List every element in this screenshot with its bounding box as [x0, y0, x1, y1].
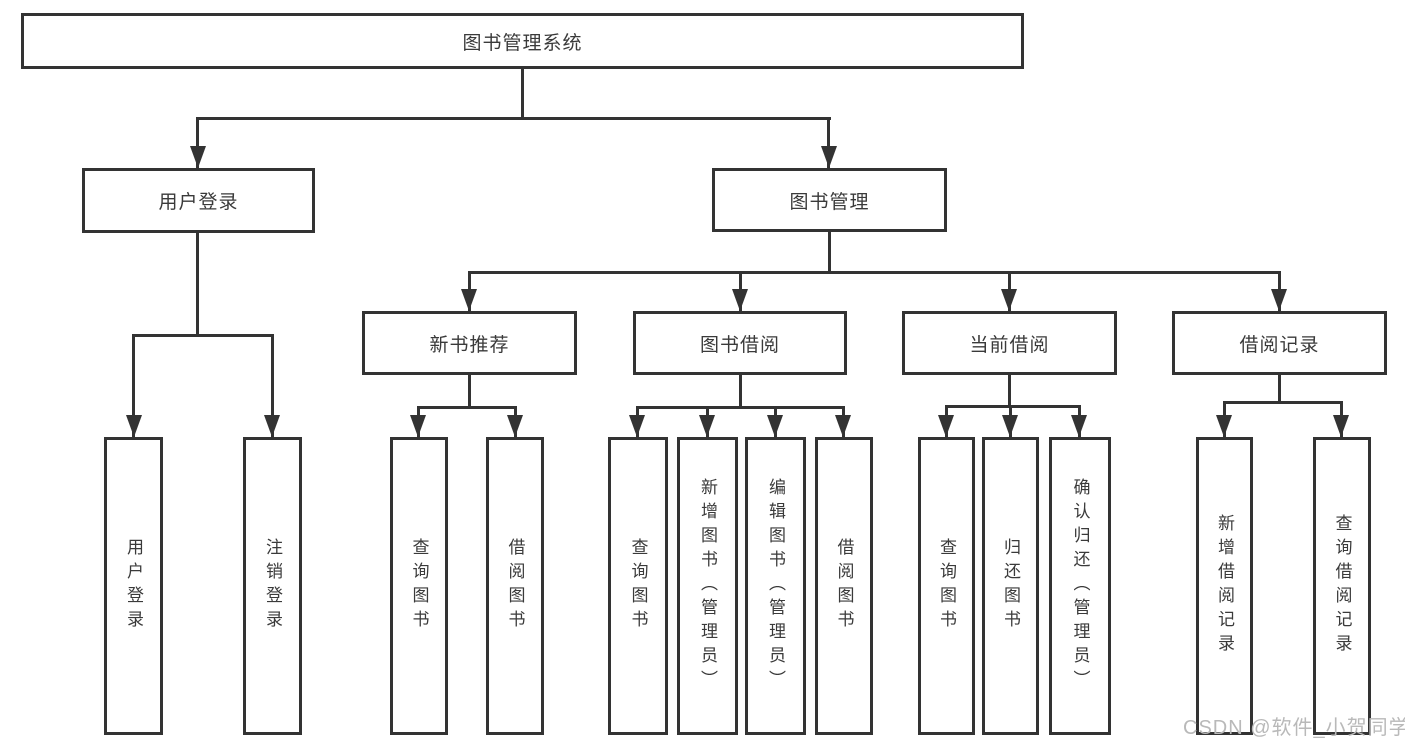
- connector-mgmt-bar: [468, 271, 1281, 274]
- connector-recommend-bar: [417, 406, 517, 409]
- arrowhead-icon: [1071, 415, 1087, 437]
- arrowhead-icon: [507, 415, 523, 437]
- connector-login-drop: [132, 334, 135, 437]
- leaf-label: 用户登录: [124, 538, 143, 634]
- arrowhead-icon: [1001, 289, 1017, 311]
- arrowhead-icon: [1002, 415, 1018, 437]
- node-label: 用户登录: [158, 192, 239, 213]
- leaf-label: 查询图书: [937, 538, 956, 634]
- arrowhead-icon: [835, 415, 851, 437]
- leaf-logout: 注销登录: [243, 437, 302, 735]
- node-label: 借阅记录: [1239, 334, 1320, 356]
- node-user-login-branch: 用户登录: [82, 168, 315, 233]
- leaf-query-borrow-record: 查询借阅记录: [1313, 437, 1371, 735]
- arrowhead-icon: [699, 415, 715, 437]
- leaf-label: 新增图书（管理员）: [698, 478, 717, 694]
- arrowhead-icon: [821, 146, 837, 168]
- arrowhead-icon: [1271, 289, 1287, 311]
- arrowhead-icon: [126, 415, 142, 437]
- leaf-label: 借阅图书: [834, 538, 854, 634]
- leaf-return-books: 归还图书: [982, 437, 1039, 735]
- node-label: 当前借阅: [969, 334, 1050, 356]
- connector-current-stem: [1008, 375, 1011, 408]
- connector-recommend-stem: [468, 375, 471, 409]
- leaf-user-login: 用户登录: [104, 437, 163, 735]
- arrowhead-icon: [1216, 415, 1232, 437]
- connector-records-bar: [1223, 401, 1343, 404]
- leaf-query-books-current: 查询图书: [918, 437, 975, 735]
- leaf-edit-books-admin: 编辑图书（管理员）: [745, 437, 806, 735]
- leaf-query-books-borrow: 查询图书: [608, 437, 668, 735]
- node-label: 图书管理系统: [462, 32, 583, 54]
- connector-root-drop-left: [196, 117, 199, 168]
- node-current-borrowing: 当前借阅: [902, 311, 1117, 375]
- arrowhead-icon: [461, 289, 477, 311]
- arrowhead-icon: [264, 415, 280, 437]
- node-book-borrowing: 图书借阅: [633, 311, 847, 375]
- arrowhead-icon: [767, 415, 783, 437]
- node-label: 图书管理: [789, 191, 870, 213]
- leaf-label: 新增借阅记录: [1215, 514, 1234, 658]
- arrowhead-icon: [732, 289, 748, 311]
- node-label: 图书借阅: [699, 334, 780, 356]
- leaf-add-borrow-record: 新增借阅记录: [1196, 437, 1253, 735]
- arrowhead-icon: [1333, 415, 1349, 437]
- leaf-add-books-admin: 新增图书（管理员）: [677, 437, 738, 735]
- connector-borrow-bar: [636, 406, 845, 409]
- arrowhead-icon: [410, 415, 426, 437]
- arrowhead-icon: [629, 415, 645, 437]
- connector-root-bar: [197, 117, 831, 120]
- arrowhead-icon: [190, 146, 206, 168]
- connector-root-stem: [521, 69, 524, 119]
- leaf-label: 查询借阅记录: [1332, 514, 1352, 658]
- connector-records-stem: [1278, 375, 1281, 404]
- connector-login-stem: [196, 233, 199, 337]
- leaf-label: 确认归还（管理员）: [1070, 478, 1090, 694]
- node-book-management: 图书管理: [712, 168, 947, 232]
- leaf-label: 查询图书: [628, 538, 648, 634]
- leaf-label: 归还图书: [1001, 538, 1020, 634]
- connector-mgmt-stem: [828, 232, 831, 274]
- leaf-confirm-return-admin: 确认归还（管理员）: [1049, 437, 1111, 735]
- node-new-book-recommendation: 新书推荐: [362, 311, 577, 375]
- leaf-label: 查询图书: [409, 538, 429, 634]
- node-borrowing-records: 借阅记录: [1172, 311, 1387, 375]
- connector-current-bar: [945, 405, 1081, 408]
- connector-login-bar: [132, 334, 274, 337]
- arrowhead-icon: [938, 415, 954, 437]
- leaf-borrow-books: 借阅图书: [815, 437, 873, 735]
- connector-login-drop: [271, 334, 274, 437]
- leaf-label: 注销登录: [263, 538, 282, 634]
- connector-root-drop-right: [827, 117, 830, 168]
- csdn-watermark: CSDN @软件_小贺同学: [1183, 717, 1405, 739]
- leaf-borrow-books-recommend: 借阅图书: [486, 437, 544, 735]
- leaf-label: 编辑图书（管理员）: [766, 478, 785, 694]
- node-library-management-system: 图书管理系统: [21, 13, 1024, 69]
- connector-borrow-stem: [739, 375, 742, 409]
- node-label: 新书推荐: [429, 334, 510, 356]
- leaf-label: 借阅图书: [505, 538, 525, 634]
- leaf-query-books-recommend: 查询图书: [390, 437, 448, 735]
